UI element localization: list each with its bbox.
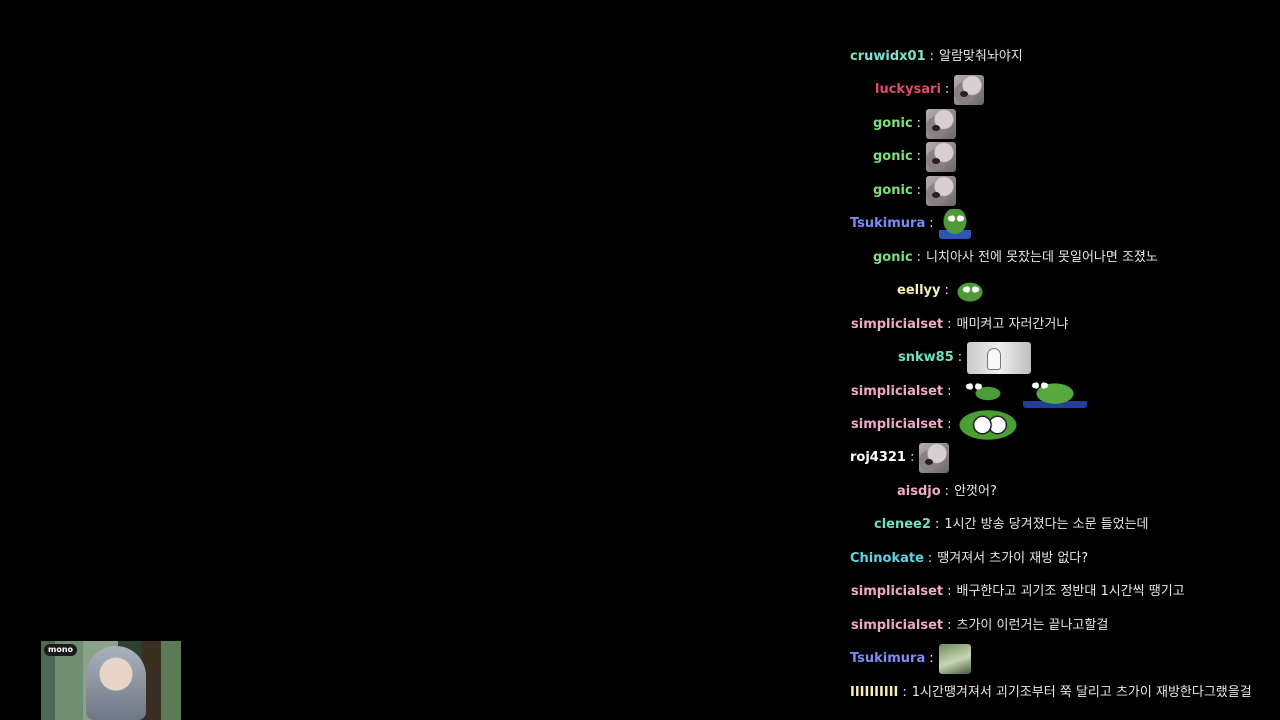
chat-separator: : — [944, 283, 949, 298]
chat-username[interactable]: gonic — [873, 149, 913, 164]
chat-message: IIIIIIIIII:1시간땡겨져서 괴기조부터 쭉 달리고 츠가이 재방한다그… — [850, 676, 1252, 710]
hamster-emote-icon — [919, 443, 950, 473]
chat-message: eellyy: — [897, 274, 990, 308]
chat-separator: : — [944, 82, 950, 97]
chat-username[interactable]: cruwidx01 — [850, 49, 926, 64]
chat-separator: : — [929, 216, 934, 231]
chat-separator: : — [902, 685, 907, 700]
frog-blue-emote-icon — [938, 209, 971, 239]
channel-logo: mono — [44, 644, 78, 656]
chat-text: 안껏어? — [954, 484, 997, 499]
chat-separator: : — [927, 551, 933, 566]
chat-message: clenee2:1시간 방송 당겨졌다는 소문 들었는데 — [874, 508, 1149, 542]
chat-username[interactable]: gonic — [873, 183, 913, 198]
chat-username[interactable]: Tsukimura — [850, 651, 926, 666]
chat-username[interactable]: aisdjo — [897, 484, 941, 499]
chat-message: gonic: 니치아사 전에 못잤는데 못일어나면 조졌노 — [873, 241, 1158, 275]
chat-message: simplicialset: 매미켜고 자러간거냐 — [851, 308, 1068, 342]
hamster-emote-icon — [926, 109, 957, 139]
chat-separator: : — [947, 384, 952, 399]
chat-username[interactable]: Chinokate — [850, 551, 924, 566]
chat-username[interactable]: clenee2 — [874, 517, 931, 532]
chat-username[interactable]: simplicialset — [851, 384, 944, 399]
chat-text: 니치아사 전에 못잤는데 못일어나면 조졌노 — [926, 250, 1158, 265]
chat-username[interactable]: Tsukimura — [850, 216, 926, 231]
chat-text: 배구한다고 괴기조 정반대 1시간씩 땡기고 — [956, 584, 1185, 599]
chat-username[interactable]: IIIIIIIIII — [850, 685, 899, 700]
chat-message: gonic: — [873, 140, 960, 174]
tree-trunk — [141, 641, 161, 720]
chat-message: cruwidx01: 알람맞춰놔야지 — [850, 40, 1023, 74]
chat-message: roj4321: — [850, 441, 953, 475]
chat-message: simplicialset: 배구한다고 괴기조 정반대 1시간씩 땡기고 — [851, 575, 1185, 609]
chat-separator: : — [916, 116, 922, 131]
chat-separator: : — [934, 517, 940, 532]
anime-character — [86, 646, 146, 720]
chat-separator: : — [916, 250, 922, 265]
webcam-thumbnail: mono — [41, 641, 181, 720]
chat-separator: : — [957, 350, 963, 365]
photo-emote-icon — [967, 342, 1032, 374]
chat-message: gonic: — [873, 107, 960, 141]
hamster-emote-icon — [926, 142, 957, 172]
hamster-emote-icon — [954, 75, 985, 105]
chat-separator: : — [916, 183, 922, 198]
chat-text: 매미켜고 자러간거냐 — [956, 317, 1069, 332]
anime-emote-icon — [938, 644, 971, 674]
chat-username[interactable]: simplicialset — [851, 584, 944, 599]
chat-separator: : — [916, 149, 922, 164]
chat-text: 1시간땡겨져서 괴기조부터 쭉 달리고 츠가이 재방한다그랬을걸 — [911, 685, 1252, 700]
chat-username[interactable]: simplicialset — [851, 417, 944, 432]
chat-text: 땡겨져서 츠가이 재방 없다? — [937, 551, 1089, 566]
chat-username[interactable]: gonic — [873, 250, 913, 265]
chat-separator: : — [909, 450, 915, 465]
chat-message: simplicialset: 츠가이 이런거는 끝나고할걸 — [851, 609, 1108, 643]
frog-small-emote-icon — [953, 280, 986, 302]
chat-username[interactable]: gonic — [873, 116, 913, 131]
frog-big-emote-icon — [1022, 376, 1087, 408]
chat-username[interactable]: luckysari — [875, 82, 941, 97]
chat-text: 알람맞춰놔야지 — [939, 49, 1023, 64]
chat-separator: : — [929, 49, 935, 64]
chat-message: Tsukimura: — [850, 642, 975, 676]
chat-username[interactable]: simplicialset — [851, 618, 944, 633]
chat-separator: : — [944, 484, 950, 499]
chat-separator: : — [947, 317, 952, 332]
chat-message: Chinokate: 땡겨져서 츠가이 재방 없다? — [850, 542, 1088, 576]
hamster-emote-icon — [926, 176, 957, 206]
chat-message: Tsukimura: — [850, 207, 975, 241]
chat-message: aisdjo: 안껏어? — [897, 475, 997, 509]
chat-text: 츠가이 이런거는 끝나고할걸 — [956, 618, 1109, 633]
frog-wide-emote-icon — [956, 377, 1019, 407]
chat-message: gonic: — [873, 174, 960, 208]
frog-eyes-emote-icon — [956, 409, 1019, 441]
chat-separator: : — [947, 618, 952, 633]
chat-message: simplicialset: — [851, 408, 1023, 442]
chat-username[interactable]: simplicialset — [851, 317, 944, 332]
chat-separator: : — [947, 417, 952, 432]
chat-message: simplicialset: — [851, 375, 1091, 409]
chat-message: luckysari: — [875, 73, 988, 107]
chat-message: snkw85: — [898, 341, 1035, 375]
chat-username[interactable]: roj4321 — [850, 450, 906, 465]
chat-separator: : — [947, 584, 952, 599]
chat-text: 1시간 방송 당겨졌다는 소문 들었는데 — [944, 517, 1149, 532]
chat-username[interactable]: eellyy — [897, 283, 941, 298]
chat-username[interactable]: snkw85 — [898, 350, 954, 365]
chat-separator: : — [929, 651, 934, 666]
